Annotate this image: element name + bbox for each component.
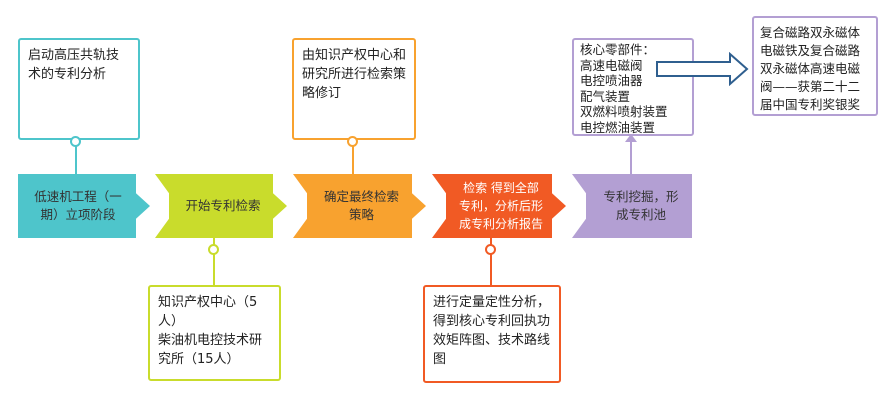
- core-parts-line: 双燃料喷射装置: [580, 104, 668, 119]
- core-parts-box: 核心零部件： 高速电磁阀 电控喷油器 配气装置 双燃料喷射装置 电控燃油装置: [572, 38, 694, 136]
- connector: [213, 238, 215, 286]
- connector-arrowhead: [625, 134, 637, 142]
- team-line: 知识产权中心（5人）: [158, 295, 258, 329]
- connector: [630, 140, 632, 174]
- start-analysis-box: 启动高压共轨技术的专利分析: [18, 38, 140, 140]
- step-patent-pool: 专利挖掘，形成专利池: [572, 174, 692, 238]
- core-parts-line: 电控燃油装置: [580, 119, 656, 135]
- step-start-search: 开始专利检索: [155, 174, 287, 238]
- strategy-revision-box: 由知识产权中心和研究所进行检索策略修订: [292, 38, 416, 140]
- connector: [352, 140, 354, 174]
- core-parts-line: 电控喷油器: [580, 73, 643, 88]
- quant-analysis-box: 进行定量定性分析，得到核心专利回执功效矩阵图、技术路线图: [423, 285, 561, 383]
- connector-dot: [485, 244, 496, 255]
- award-box: 复合磁路双永磁体电磁铁及复合磁路双永磁体高速电磁阀——获第二十二届中国专利奖银奖: [752, 16, 878, 116]
- step-final-strategy: 确定最终检索策略: [293, 174, 426, 238]
- connector: [490, 238, 492, 286]
- connector-dot: [70, 136, 81, 147]
- team-box: 知识产权中心（5人） 柴油机电控技术研究所（15人）: [148, 285, 281, 381]
- core-parts-line: 配气装置: [580, 88, 631, 104]
- arrow-icon: [656, 52, 749, 86]
- core-parts-line: 高速电磁阀: [580, 57, 643, 73]
- connector: [75, 140, 77, 174]
- step-project-initiation: 低速机工程（一期）立项阶段: [18, 174, 150, 238]
- step-analysis-report: 检索 得到全部专利，分析后形成专利分析报告: [432, 174, 566, 238]
- connector-dot: [347, 136, 358, 147]
- core-parts-line: 核心零部件：: [580, 42, 656, 57]
- connector-dot: [208, 244, 219, 255]
- team-line: 柴油机电控技术研究所（15人）: [158, 333, 263, 367]
